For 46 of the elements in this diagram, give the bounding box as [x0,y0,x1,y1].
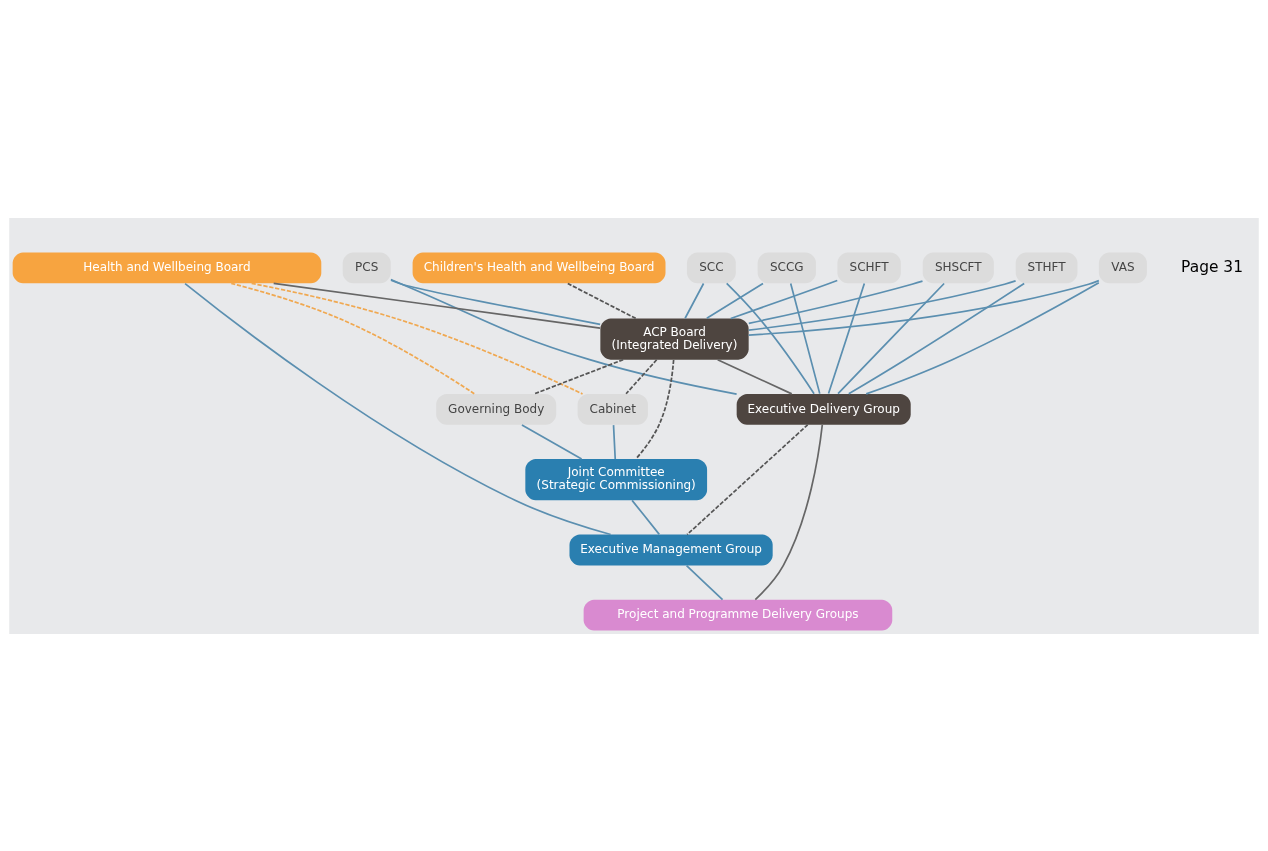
node-box: SCCG [757,252,816,283]
connector [686,423,809,535]
connector [847,282,1026,395]
connector [521,423,583,460]
connector [625,358,658,395]
node-box: PCS [342,252,391,283]
node-box: Executive Management Group [569,534,773,565]
connector [716,358,793,395]
connector [789,282,821,394]
connector [612,423,617,460]
connector [635,358,675,460]
node-box: Cabinet [577,393,648,425]
connector [747,279,1100,336]
connector [684,282,705,319]
connector [837,282,945,394]
connector [272,282,601,329]
node-box: Health and Wellbeing Board [12,252,322,283]
node-box: Governing Body [436,393,557,425]
node-box: VAS [1098,252,1147,283]
node-box: SCHFT [837,252,901,283]
node-box: SHSCFT [922,252,994,283]
connector [230,282,476,395]
node-box: Executive Delivery Group [736,393,911,425]
connector [729,279,839,319]
connector [754,423,824,600]
connector [747,279,1017,331]
connector [705,282,764,319]
connector [390,278,738,395]
label: Page 31 [1181,257,1243,276]
connector [184,282,612,535]
node-box: STHFT [1015,252,1078,283]
node-box: Children's Health and Wellbeing Board [412,252,666,283]
connector [631,499,661,535]
connector [390,278,601,325]
connector [725,282,815,395]
connector [533,358,625,395]
node-box: Joint Committee (Strategic Commissioning) [525,458,708,500]
connector [566,282,637,319]
connector [865,281,1100,395]
connector [747,279,924,324]
node-box: SCC [686,252,736,283]
node-box: ACP Board (Integrated Delivery) [600,318,749,360]
connector [685,564,724,600]
connector [250,282,584,395]
node-box: Project and Programme Delivery Groups [583,599,893,631]
connector [827,282,866,394]
